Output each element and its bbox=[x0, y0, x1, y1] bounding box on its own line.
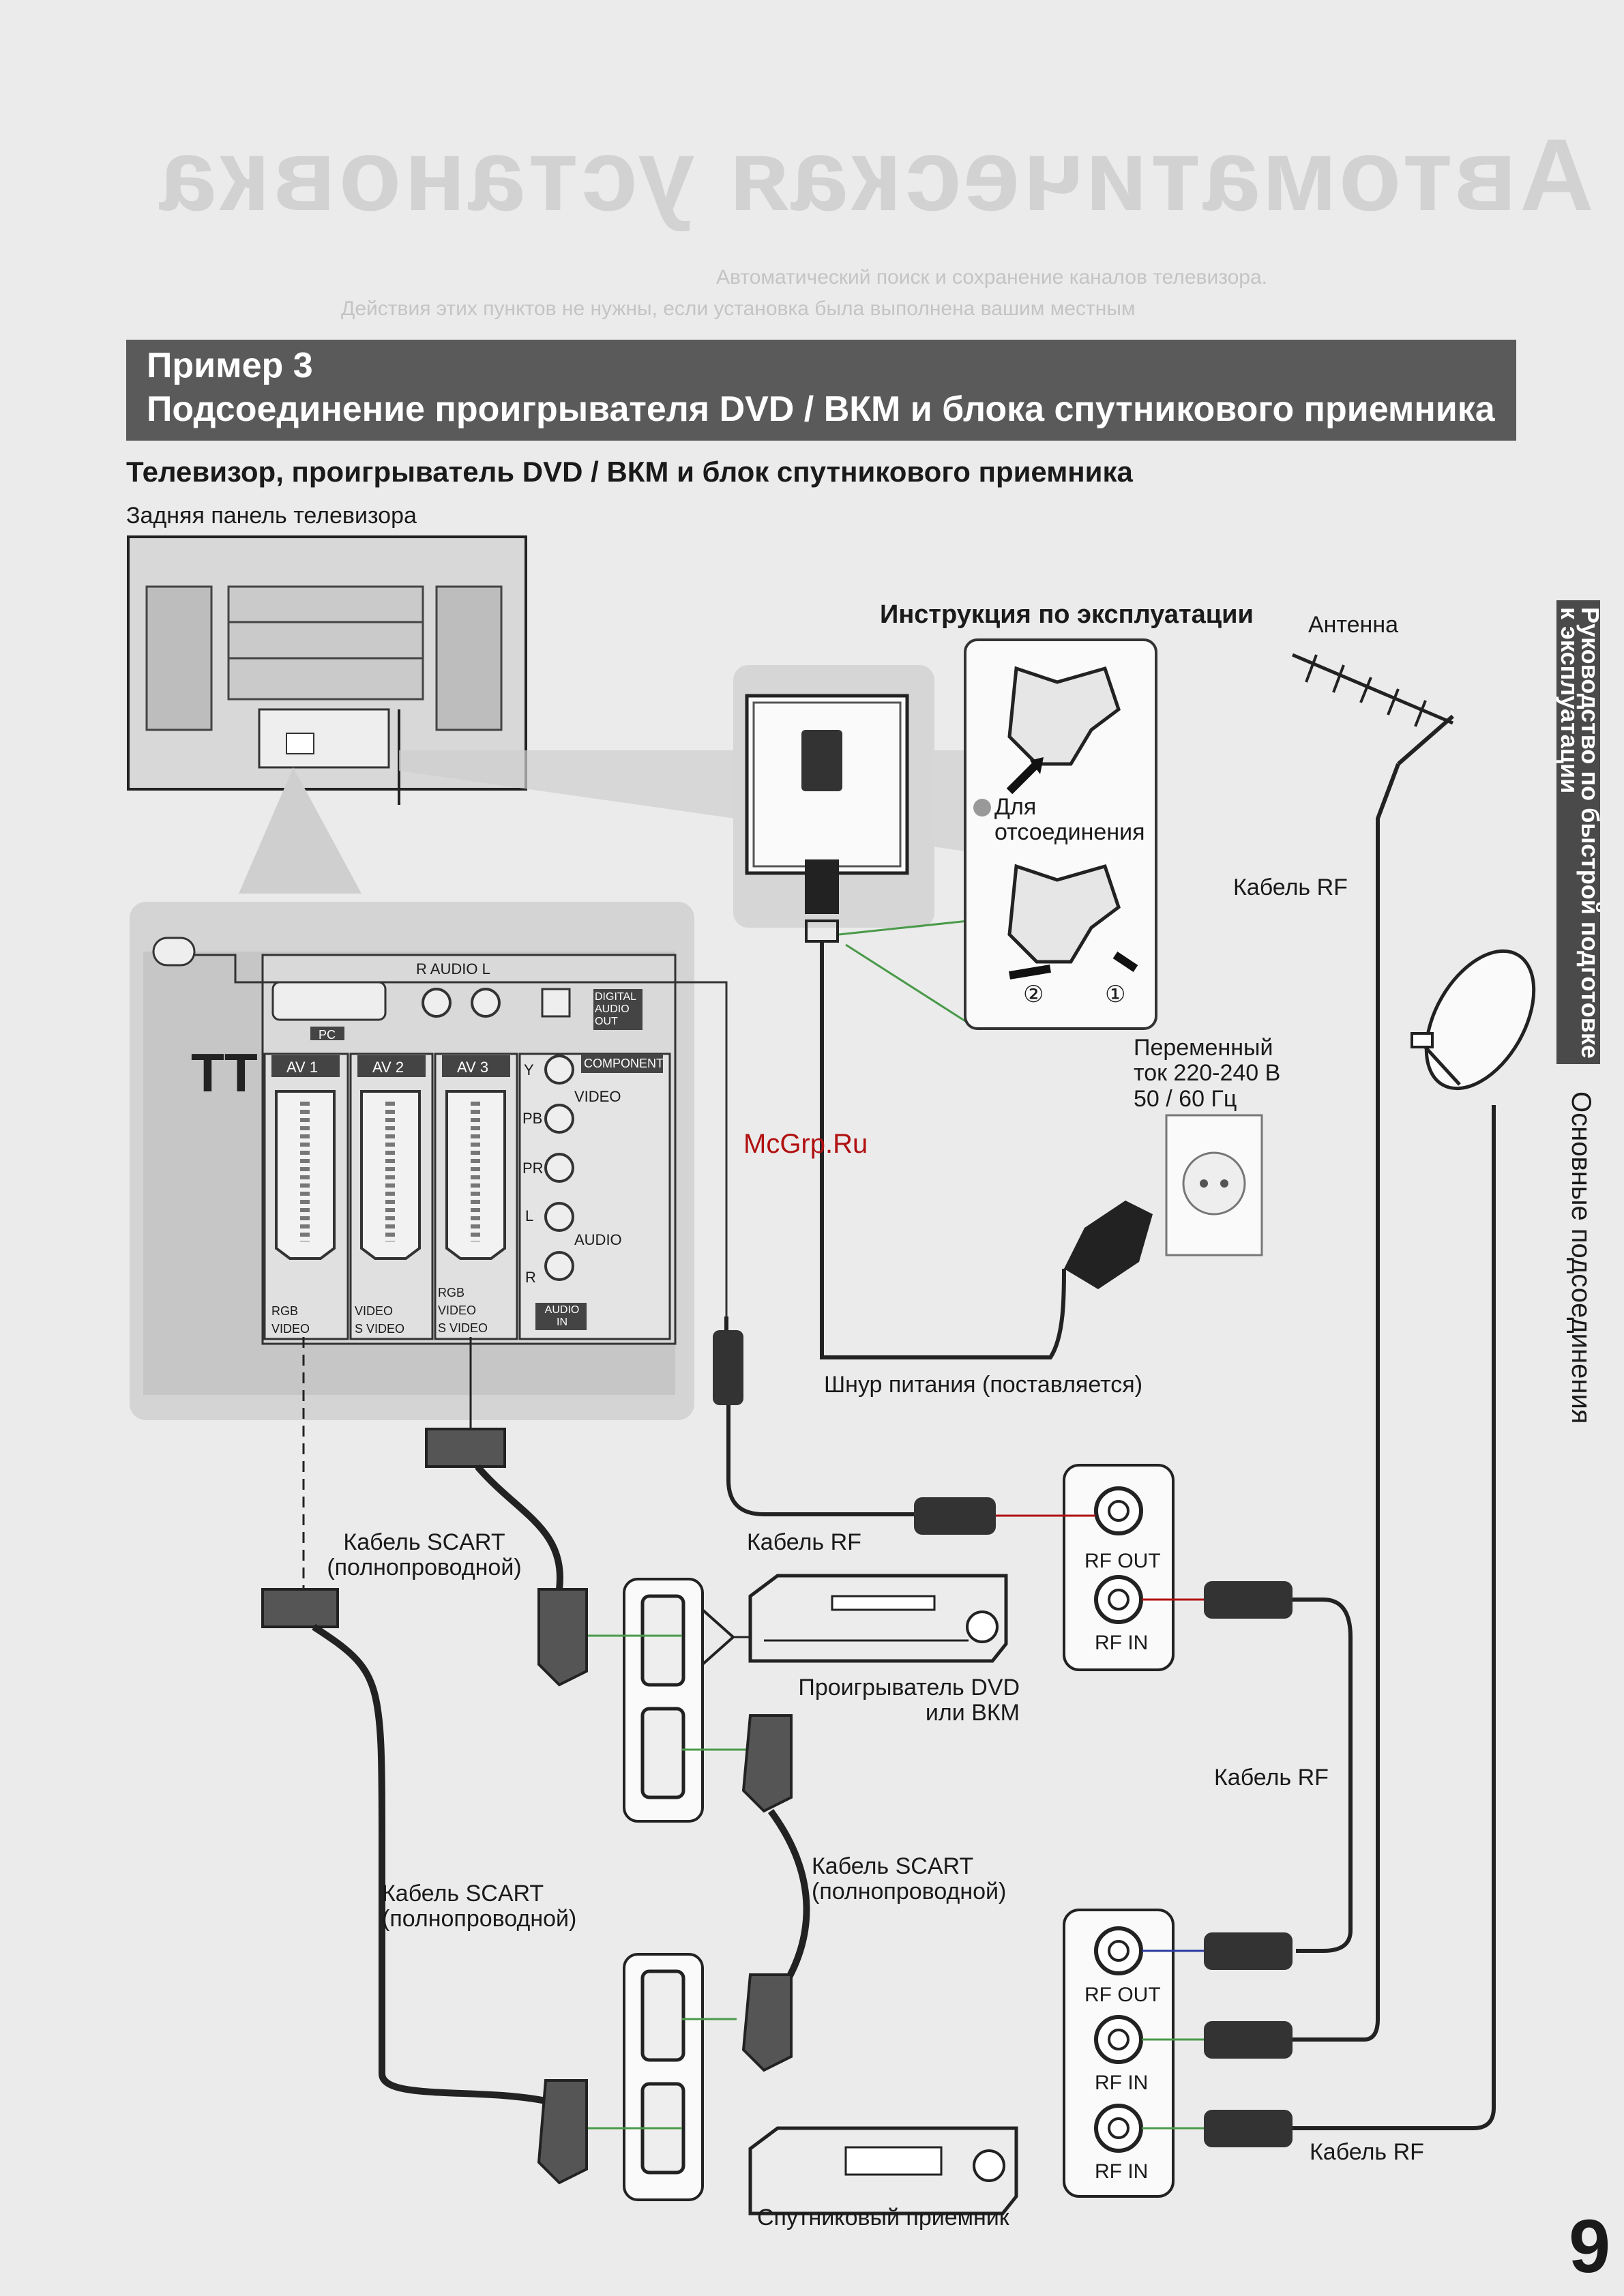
ghost-line-1: Автоматический поиск и сохранение канало… bbox=[716, 266, 1268, 289]
side-tab: Руководство по быстрой подготовке к эксп… bbox=[1556, 600, 1604, 1064]
section-title: Подсоединение проигрывателя DVD / ВКМ и … bbox=[147, 389, 1495, 429]
step-2-marker: ② bbox=[1023, 982, 1044, 1007]
audio-in-label: AUDIO IN bbox=[544, 1304, 580, 1328]
audio-rl-label: R AUDIO L bbox=[416, 960, 490, 977]
rf-cable-right-label: Кабель RF bbox=[1214, 1765, 1329, 1791]
watermark: McGrp.Ru bbox=[743, 1129, 868, 1159]
instructions-title: Инструкция по эксплуатации bbox=[880, 600, 1254, 629]
scart-cable-2-label: Кабель SCART (полнопроводной) bbox=[812, 1853, 1007, 1905]
rf-in-2-label: RF IN bbox=[1095, 2072, 1149, 2094]
rf-cable-top-label: Кабель RF bbox=[1233, 874, 1348, 900]
disconnect-label: Для отсоединения bbox=[994, 794, 1145, 846]
l-label: L bbox=[525, 1207, 534, 1224]
rf-in-1-label: RF IN bbox=[1095, 1632, 1149, 1654]
av3-rgb-label: RGB bbox=[438, 1286, 465, 1299]
av2-video-label: VIDEO bbox=[355, 1304, 394, 1318]
power-cord-label: Шнур питания (поставляется) bbox=[824, 1372, 1143, 1398]
av1-video-label: VIDEO bbox=[271, 1322, 310, 1336]
av3-label: AV 3 bbox=[457, 1059, 489, 1076]
av3-video-label: VIDEO bbox=[438, 1304, 477, 1317]
pr-label: PR bbox=[522, 1160, 544, 1177]
section-header: Пример 3 Подсоединение проигрывателя DVD… bbox=[126, 340, 1516, 441]
satellite-dish-graphic bbox=[1411, 949, 1536, 1091]
r-label: R bbox=[525, 1269, 536, 1286]
av3-svideo-label: S VIDEO bbox=[438, 1321, 488, 1335]
antenna-label: Антенна bbox=[1308, 612, 1399, 638]
av2-svideo-label: S VIDEO bbox=[355, 1322, 405, 1336]
scart-cable-1-label: Кабель SCART (полнопроводной) bbox=[327, 1529, 522, 1581]
page-number: 9 bbox=[1569, 2205, 1611, 2288]
y-label: Y bbox=[524, 1061, 534, 1078]
tv-terminal-panel: TT bbox=[130, 902, 728, 1420]
rf-out-2-label: RF OUT bbox=[1084, 1984, 1161, 2006]
pb-label: PB bbox=[522, 1110, 543, 1127]
scart-cable-3-label: Кабель SCART (полнопроводной) bbox=[382, 1881, 577, 1932]
diagram-subtitle: Телевизор, проигрыватель DVD / ВКМ и бло… bbox=[126, 456, 1133, 488]
pc-label: PC bbox=[319, 1028, 336, 1042]
dvd-recorder-label: Проигрыватель DVD или ВКМ bbox=[798, 1675, 1020, 1726]
tv-back-label: Задняя панель телевизора bbox=[126, 503, 417, 529]
video-label: VIDEO bbox=[574, 1088, 621, 1105]
av1-label: AV 1 bbox=[286, 1059, 319, 1076]
digital-audio-out-label: DIGITAL AUDIO OUT bbox=[595, 991, 636, 1027]
ac-power-label: Переменный ток 220-240 В 50 / 60 Гц bbox=[1134, 1035, 1281, 1112]
av1-rgb-label: RGB bbox=[271, 1304, 299, 1318]
dvd-recorder-graphic bbox=[748, 1574, 1008, 1663]
av2-label: AV 2 bbox=[372, 1059, 404, 1076]
audio-label: AUDIO bbox=[574, 1231, 622, 1248]
rf-in-3-label: RF IN bbox=[1095, 2160, 1149, 2183]
tv-back-thumbnail bbox=[127, 535, 527, 805]
satellite-receiver-graphic bbox=[748, 2126, 1018, 2216]
step-1-marker: ① bbox=[1105, 982, 1126, 1007]
rf-out-1-label: RF OUT bbox=[1084, 1550, 1161, 1572]
satellite-receiver-label: Спутниковый приемник bbox=[757, 2205, 1009, 2231]
component-label: COMPONENT bbox=[584, 1057, 664, 1070]
rf-cable-bottom-label: Кабель RF bbox=[1310, 2139, 1424, 2165]
side-tab-label: Руководство по быстрой подготовке к эксп… bbox=[1556, 607, 1604, 1059]
svg-text:TT: TT bbox=[191, 1042, 258, 1103]
rf-cable-mid-label: Кабель RF bbox=[747, 1529, 861, 1555]
ghost-line-2: Действия этих пунктов не нужны, если уст… bbox=[341, 297, 1136, 320]
section-side-text: Основные подсоединения bbox=[1566, 1091, 1596, 1424]
antenna-graphic bbox=[1292, 653, 1454, 766]
example-number: Пример 3 bbox=[147, 346, 313, 385]
